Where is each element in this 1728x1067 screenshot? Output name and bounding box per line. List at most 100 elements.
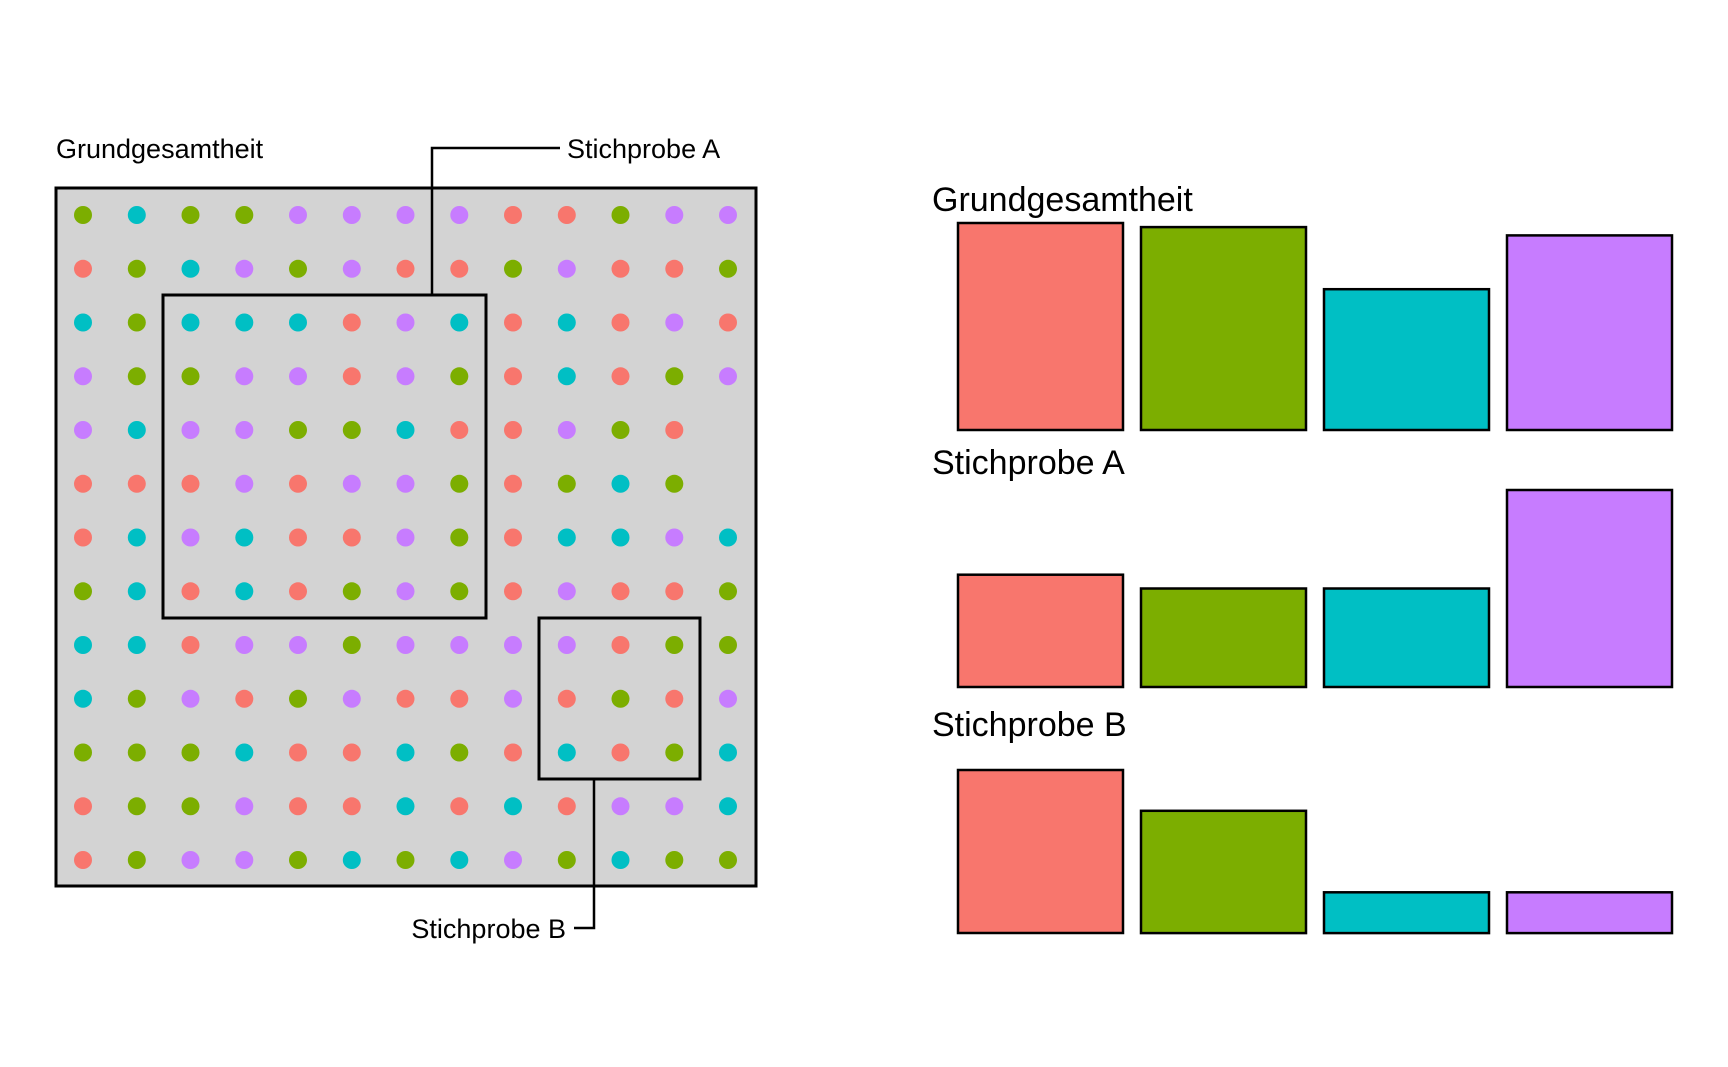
population-dots — [74, 206, 737, 869]
dot-red — [504, 367, 522, 386]
dot-cyan — [450, 851, 469, 869]
dot-cyan — [235, 528, 254, 547]
dot-purple — [396, 367, 415, 386]
dot-purple — [665, 528, 684, 547]
dot-red — [450, 797, 469, 816]
dot-cyan — [127, 421, 146, 439]
dot-green — [557, 474, 576, 493]
dot-purple — [396, 474, 415, 493]
dot-purple — [342, 206, 361, 224]
bar-green — [1139, 809, 1308, 935]
dot-purple — [342, 474, 361, 493]
bar-purple — [1505, 488, 1674, 689]
dot-cyan — [235, 743, 254, 762]
dot-green — [719, 851, 737, 869]
dot-red — [611, 636, 630, 654]
dot-purple — [396, 206, 415, 224]
bar-green — [1139, 225, 1308, 432]
dot-red — [557, 206, 576, 224]
dot-red — [611, 259, 630, 278]
dot-green — [289, 689, 307, 708]
dot-purple — [665, 797, 684, 816]
dot-green — [181, 797, 200, 816]
dot-cyan — [611, 528, 630, 547]
dot-green — [611, 689, 630, 708]
dot-cyan — [719, 528, 737, 547]
dot-purple — [289, 636, 307, 654]
bar-cyan — [1322, 587, 1491, 689]
dot-green — [450, 743, 469, 762]
dot-purple — [74, 367, 92, 386]
bar-purple — [1505, 234, 1674, 432]
dot-red — [450, 689, 469, 708]
chart-title-population: Grundgesamtheit — [932, 181, 1193, 219]
dot-cyan — [127, 528, 146, 547]
dot-red — [504, 474, 522, 493]
dot-purple — [557, 636, 576, 654]
dot-purple — [342, 259, 361, 278]
dot-purple — [611, 797, 630, 816]
sample-b-box — [537, 616, 702, 781]
dot-green — [127, 259, 146, 278]
dot-red — [557, 797, 576, 816]
dot-purple — [181, 851, 200, 869]
dot-red — [342, 313, 361, 332]
dot-purple — [504, 636, 522, 654]
dot-purple — [235, 851, 254, 869]
bar-red — [956, 768, 1125, 935]
dot-green — [719, 582, 737, 601]
dot-cyan — [235, 313, 254, 332]
dot-cyan — [719, 743, 737, 762]
dot-purple — [504, 851, 522, 869]
dot-cyan — [127, 636, 146, 654]
dot-purple — [557, 421, 576, 439]
dot-purple — [235, 797, 254, 816]
bar-red — [956, 221, 1125, 432]
dot-red — [181, 474, 200, 493]
dot-cyan — [504, 797, 522, 816]
dot-cyan — [557, 367, 576, 386]
dot-green — [665, 743, 684, 762]
dot-red — [181, 582, 200, 601]
dot-purple — [181, 528, 200, 547]
dot-purple — [719, 206, 737, 224]
dot-green — [665, 851, 684, 869]
dot-cyan — [74, 636, 92, 654]
dot-red — [74, 259, 92, 278]
dot-purple — [557, 582, 576, 601]
dot-red — [504, 313, 522, 332]
dot-red — [74, 851, 92, 869]
dot-cyan — [396, 421, 415, 439]
dot-cyan — [611, 474, 630, 493]
dot-red — [127, 474, 146, 493]
sample-b-leader-line — [574, 779, 596, 930]
dot-red — [74, 797, 92, 816]
dot-red — [450, 259, 469, 278]
dot-red — [289, 528, 307, 547]
bar-green — [1139, 587, 1308, 689]
sample-b-label: Stichprobe B — [411, 914, 566, 944]
dot-green — [127, 367, 146, 386]
dot-green — [450, 474, 469, 493]
dot-red — [235, 689, 254, 708]
dot-cyan — [235, 582, 254, 601]
dot-cyan — [396, 743, 415, 762]
dot-red — [665, 421, 684, 439]
dot-purple — [235, 367, 254, 386]
dot-purple — [181, 421, 200, 439]
dot-green — [127, 797, 146, 816]
dot-red — [719, 313, 737, 332]
dot-green — [450, 367, 469, 386]
dot-purple — [396, 582, 415, 601]
dot-green — [665, 636, 684, 654]
dot-cyan — [557, 313, 576, 332]
dot-green — [127, 689, 146, 708]
dot-cyan — [719, 797, 737, 816]
dot-red — [557, 689, 576, 708]
dot-cyan — [557, 528, 576, 547]
dot-purple — [181, 689, 200, 708]
dot-green — [289, 421, 307, 439]
dot-red — [342, 743, 361, 762]
dot-purple — [74, 421, 92, 439]
